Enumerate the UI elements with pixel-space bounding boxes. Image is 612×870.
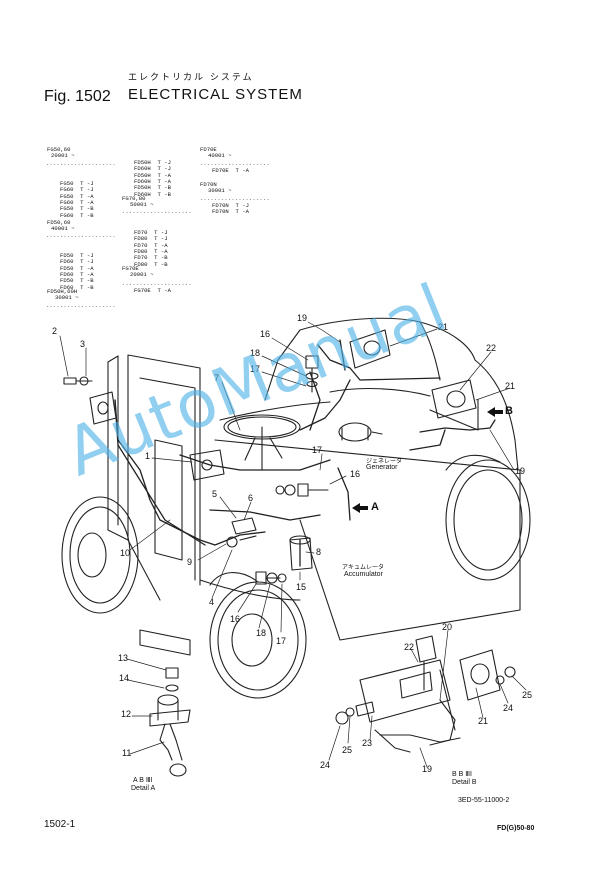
separator: ····················	[46, 162, 117, 168]
detail-a-columns: A B ⅢI	[133, 777, 153, 784]
callout-number: 11	[122, 748, 132, 758]
callout-number: 18	[256, 628, 267, 638]
callout-number: 18	[250, 348, 261, 358]
callout-number: 23	[362, 738, 373, 748]
callout-number: 16	[350, 469, 361, 479]
callout-number: 21	[478, 716, 489, 726]
separator: ····················	[122, 282, 193, 288]
mast	[107, 354, 201, 656]
detail-b	[335, 635, 516, 753]
detail-a-label: Detail A	[131, 785, 156, 792]
callout-number: 17	[312, 445, 323, 455]
connector-8	[226, 535, 257, 548]
callout-number: 15	[296, 582, 307, 592]
accumulator-label: Accumulator	[344, 571, 383, 578]
callout-number: 3	[80, 339, 86, 349]
callout-number: 19	[515, 466, 526, 476]
callout-number: 7	[214, 373, 220, 383]
view-arrow-a-label: A	[371, 501, 379, 513]
bolt-16-low	[255, 571, 287, 585]
model-group: FG70E T -A	[134, 287, 171, 294]
callout-number: 22	[486, 343, 497, 353]
connector-6	[231, 517, 257, 535]
separator: ····················	[122, 210, 193, 216]
model-code: FD(G)50-80	[497, 825, 535, 832]
detail-b-label: Detail B	[452, 779, 477, 786]
callout-number: 21	[438, 322, 449, 332]
callout-number: 6	[248, 493, 254, 503]
callout-number: 16	[230, 614, 241, 624]
callout-number: 10	[120, 548, 131, 558]
switch-box-1	[189, 449, 225, 481]
rear-wheel	[445, 454, 531, 581]
page-title: ELECTRICAL SYSTEM	[128, 86, 303, 103]
callout-number: 25	[342, 745, 353, 755]
model-group: FD70E T -A	[212, 167, 249, 174]
separator: ····················	[46, 234, 117, 240]
callout-number: 8	[316, 547, 322, 557]
title-japanese: エレクトリカル システム	[128, 73, 254, 83]
separator: ····················	[200, 162, 271, 168]
lamp-bracket-21-top	[349, 329, 391, 369]
bolt-16-mid	[275, 483, 329, 497]
separator: ····················	[200, 197, 271, 203]
figure-number: Fig. 1502	[44, 88, 111, 105]
page-number: 1502-1	[44, 819, 76, 830]
callout-number: 20	[442, 622, 453, 632]
bolt-16-top	[305, 355, 319, 393]
front-wheel-left	[61, 496, 139, 614]
bolt-2	[63, 376, 93, 386]
leader-lines	[59, 321, 527, 768]
accumulator-label-jp: アキュムレータ	[342, 564, 385, 571]
callout-number: 25	[522, 690, 533, 700]
callout-number: 22	[404, 642, 415, 652]
wiring-harness	[114, 339, 496, 567]
callout-number: 19	[422, 764, 433, 774]
lamp-bracket-left	[89, 391, 117, 425]
arrow-a-icon	[352, 503, 368, 513]
arrow-b-icon	[487, 407, 503, 417]
callout-number: 24	[320, 760, 331, 770]
generator-label-jp: ジェネレータ	[366, 458, 403, 465]
steering-wheel	[223, 414, 301, 471]
callout-number: 5	[212, 489, 218, 499]
separator: ····················	[46, 304, 117, 310]
generator-label: Generator	[366, 464, 398, 471]
view-arrow-b-label: B	[505, 405, 513, 417]
drawing-number: 3ED-55-11000-2	[458, 797, 510, 804]
callout-number: 19	[297, 313, 308, 323]
callout-number: 21	[505, 381, 516, 391]
callout-number: 24	[503, 703, 514, 713]
callout-number: 9	[187, 557, 193, 567]
callout-number: 4	[209, 597, 215, 607]
callout-number: 17	[250, 364, 261, 374]
callout-number: 2	[52, 326, 58, 336]
lamp-bracket-21-right	[431, 379, 477, 419]
callout-number: 12	[121, 709, 132, 719]
accumulator	[289, 535, 313, 571]
detail-b-columns: B B ⅢI	[452, 771, 472, 778]
callout-number: 14	[119, 673, 130, 683]
callout-number: 1	[145, 451, 151, 461]
detail-a	[149, 667, 191, 777]
callout-number: 13	[118, 653, 129, 663]
front-wheel-right	[209, 572, 307, 699]
callout-number: 16	[260, 329, 271, 339]
generator	[338, 422, 383, 442]
callout-number: 17	[276, 636, 287, 646]
